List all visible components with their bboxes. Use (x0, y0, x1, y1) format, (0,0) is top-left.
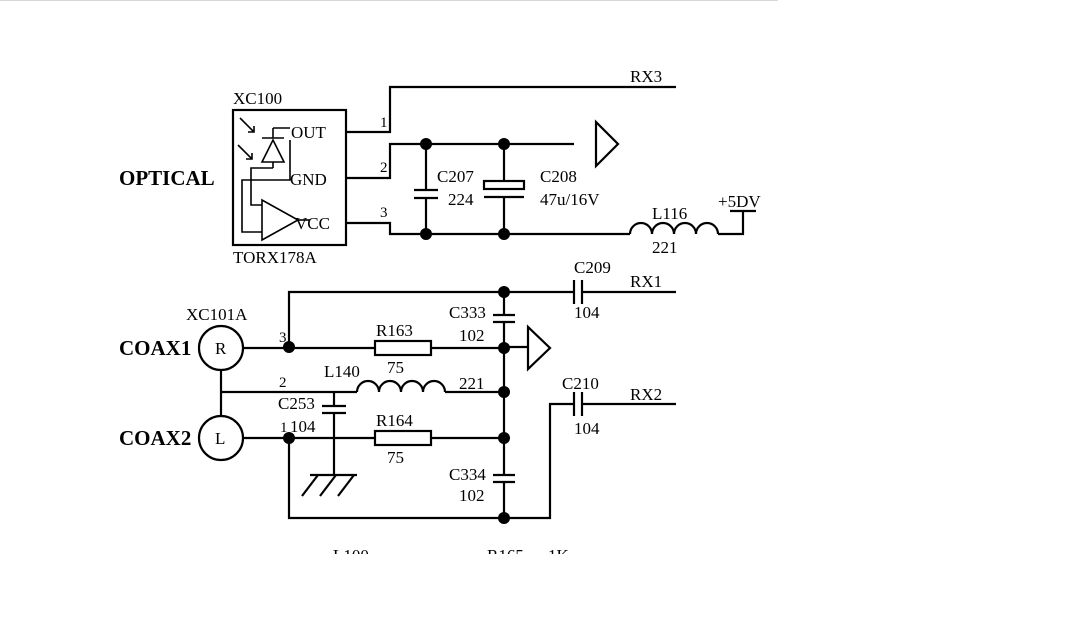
coax-jack-xc101a: R L XC101A COAX1 COAX2 (119, 305, 248, 462)
clipped-bottom-labels: L100 R165 1K (333, 546, 570, 565)
r165-cut-label: R165 (487, 546, 524, 565)
optical-wires: 1 2 3 RX3 (346, 67, 676, 236)
vcc-pin-label: VCC (295, 214, 330, 233)
c253-label: C253 (278, 394, 315, 413)
light-arrow-icon (237, 117, 255, 160)
top-edge-line (0, 0, 778, 1)
l140-value: 221 (459, 374, 485, 393)
coax2-label: COAX2 (119, 426, 191, 450)
c253-value: 104 (290, 417, 316, 436)
amplifier-icon (261, 198, 300, 242)
xc101a-label: XC101A (186, 305, 248, 324)
c207-value: 224 (448, 190, 474, 209)
l116-label: L116 (652, 204, 687, 223)
coax-pin1-label: 1 (280, 420, 288, 436)
c333-value: 102 (459, 326, 485, 345)
r163-value: 75 (387, 358, 404, 377)
c333-label: C333 (449, 303, 486, 322)
coax-pin2-label: 2 (279, 375, 287, 391)
c208-value: 47u/16V (540, 190, 600, 209)
r165-value-cut: 1K (548, 546, 570, 565)
c210-value: 104 (574, 419, 600, 438)
capacitor-c207: C207 224 (414, 138, 474, 240)
photodiode-icon (260, 138, 286, 163)
jack-r-label: R (215, 339, 227, 358)
c207-label: C207 (437, 167, 474, 186)
resistor-r164: 1 R164 75 (243, 411, 510, 467)
torx-part-label: TORX178A (233, 248, 317, 267)
ground-symbol-icon (526, 324, 552, 372)
coax1-label: COAX1 (119, 336, 191, 360)
c208-label: C208 (540, 167, 577, 186)
rx2-label: RX2 (630, 385, 662, 404)
pin1-label: 1 (380, 115, 388, 131)
capacitor-c253: C253 104 (278, 392, 357, 497)
pin2-label: 2 (380, 160, 388, 176)
coax-pin3-label: 3 (279, 330, 287, 346)
pin3-label: 3 (380, 205, 388, 221)
rx1-label: RX1 (630, 272, 662, 291)
out-pin-label: OUT (291, 123, 327, 142)
l140-label: L140 (324, 362, 360, 381)
r164-label: R164 (376, 411, 413, 430)
chassis-ground-icon (301, 474, 355, 497)
c210-label: C210 (562, 374, 599, 393)
capacitor-c210: C210 104 RX2 (562, 374, 676, 438)
inductor-l140: 2 L140 221 (221, 362, 510, 398)
c209-value: 104 (574, 303, 600, 322)
ground-symbol-icon (594, 119, 620, 169)
plus5dv-label: +5DV (718, 192, 761, 211)
c209-label: C209 (574, 258, 611, 277)
optical-label: OPTICAL (119, 166, 215, 190)
rx3-label: RX3 (630, 67, 662, 86)
c334-value: 102 (459, 486, 485, 505)
r163-label: R163 (376, 321, 413, 340)
rx1-path: C209 104 RX1 (287, 258, 676, 347)
xc100-label: XC100 (233, 89, 282, 108)
l116-value: 221 (652, 238, 678, 257)
bottom-loop-wire (287, 402, 573, 520)
l100-cut-label: L100 (333, 546, 369, 565)
capacitor-c208: C208 47u/16V (482, 138, 600, 240)
jack-l-label: L (215, 429, 225, 448)
r164-value: 75 (387, 448, 404, 467)
c334-label: C334 (449, 465, 486, 484)
inductor-l116: L116 221 +5DV (628, 192, 761, 257)
gnd-pin-label: GND (290, 170, 327, 189)
optical-receiver-torx178a: XC100 TORX178A OUT GND VCC OPTICAL (119, 89, 348, 267)
resistor-r163: 3 R163 75 (243, 321, 510, 377)
